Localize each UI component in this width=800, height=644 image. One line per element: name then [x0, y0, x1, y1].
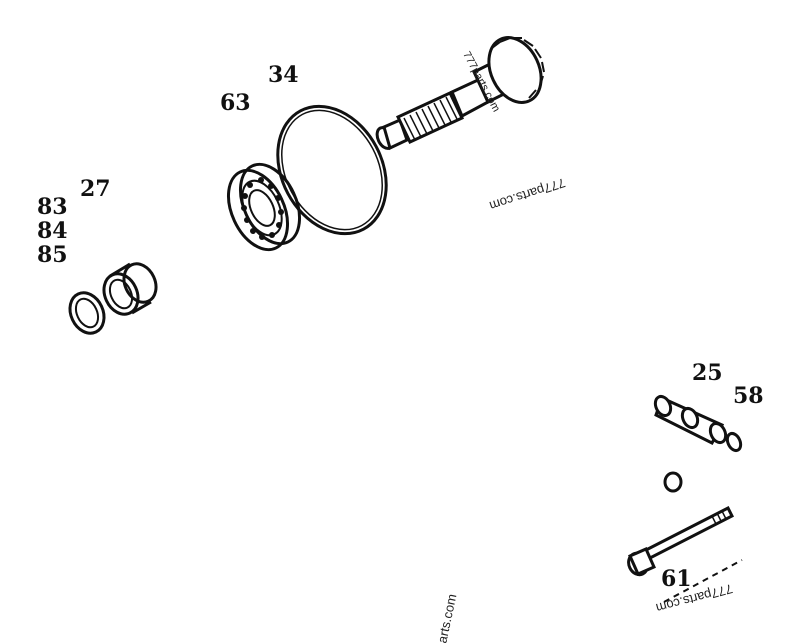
callout-25: 25 — [692, 360, 723, 386]
callout-84: 84 — [37, 218, 68, 244]
callout-58: 58 — [733, 383, 764, 409]
pinion-shaft — [375, 36, 545, 151]
callout-83: 83 — [37, 194, 68, 220]
large-o-ring — [276, 104, 388, 236]
small-o-ring — [663, 471, 683, 493]
callout-34: 34 — [268, 62, 299, 88]
callout-61: 61 — [661, 566, 692, 592]
small-o-ring-58 — [725, 431, 743, 453]
bushing-sleeve — [102, 262, 158, 316]
callout-85: 85 — [37, 242, 68, 268]
seal-ring — [68, 291, 106, 335]
ball-bearing — [226, 162, 302, 252]
plunger — [653, 394, 728, 445]
callout-27: 27 — [80, 176, 111, 202]
callout-63: 63 — [220, 90, 251, 116]
leader-line-61 — [663, 559, 743, 603]
bolt — [627, 505, 735, 577]
